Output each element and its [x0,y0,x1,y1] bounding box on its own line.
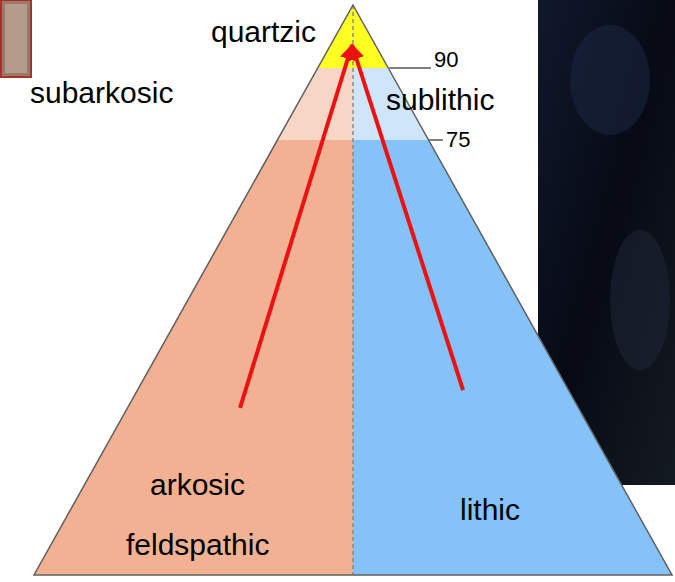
field-name: subarkosic [30,76,173,110]
maturity-arrow [240,45,352,408]
thumbnail-detail [5,4,27,73]
photo-detail [610,230,670,370]
field-name: quartzic [211,15,316,49]
field-name: feldspathic [126,528,269,562]
percent-value: 90 [434,47,458,73]
field-fill [353,140,672,575]
tick-line [388,67,431,69]
field-fill [34,140,353,575]
percent-value: 75 [446,127,470,153]
classification-field: lithic [353,140,672,575]
tick-line [429,139,443,141]
field-name: lithic [460,493,520,527]
field-name: arkosic [150,468,245,502]
field-name: sublithic [386,83,494,117]
triangle-border [34,5,672,575]
field-shape [34,140,353,575]
thumbnail-photo [1,0,31,77]
classification-field: arkosic feldspathic [34,140,353,575]
photo-detail [570,25,650,135]
maturity-arrow [352,45,463,390]
divider-line [352,5,354,575]
